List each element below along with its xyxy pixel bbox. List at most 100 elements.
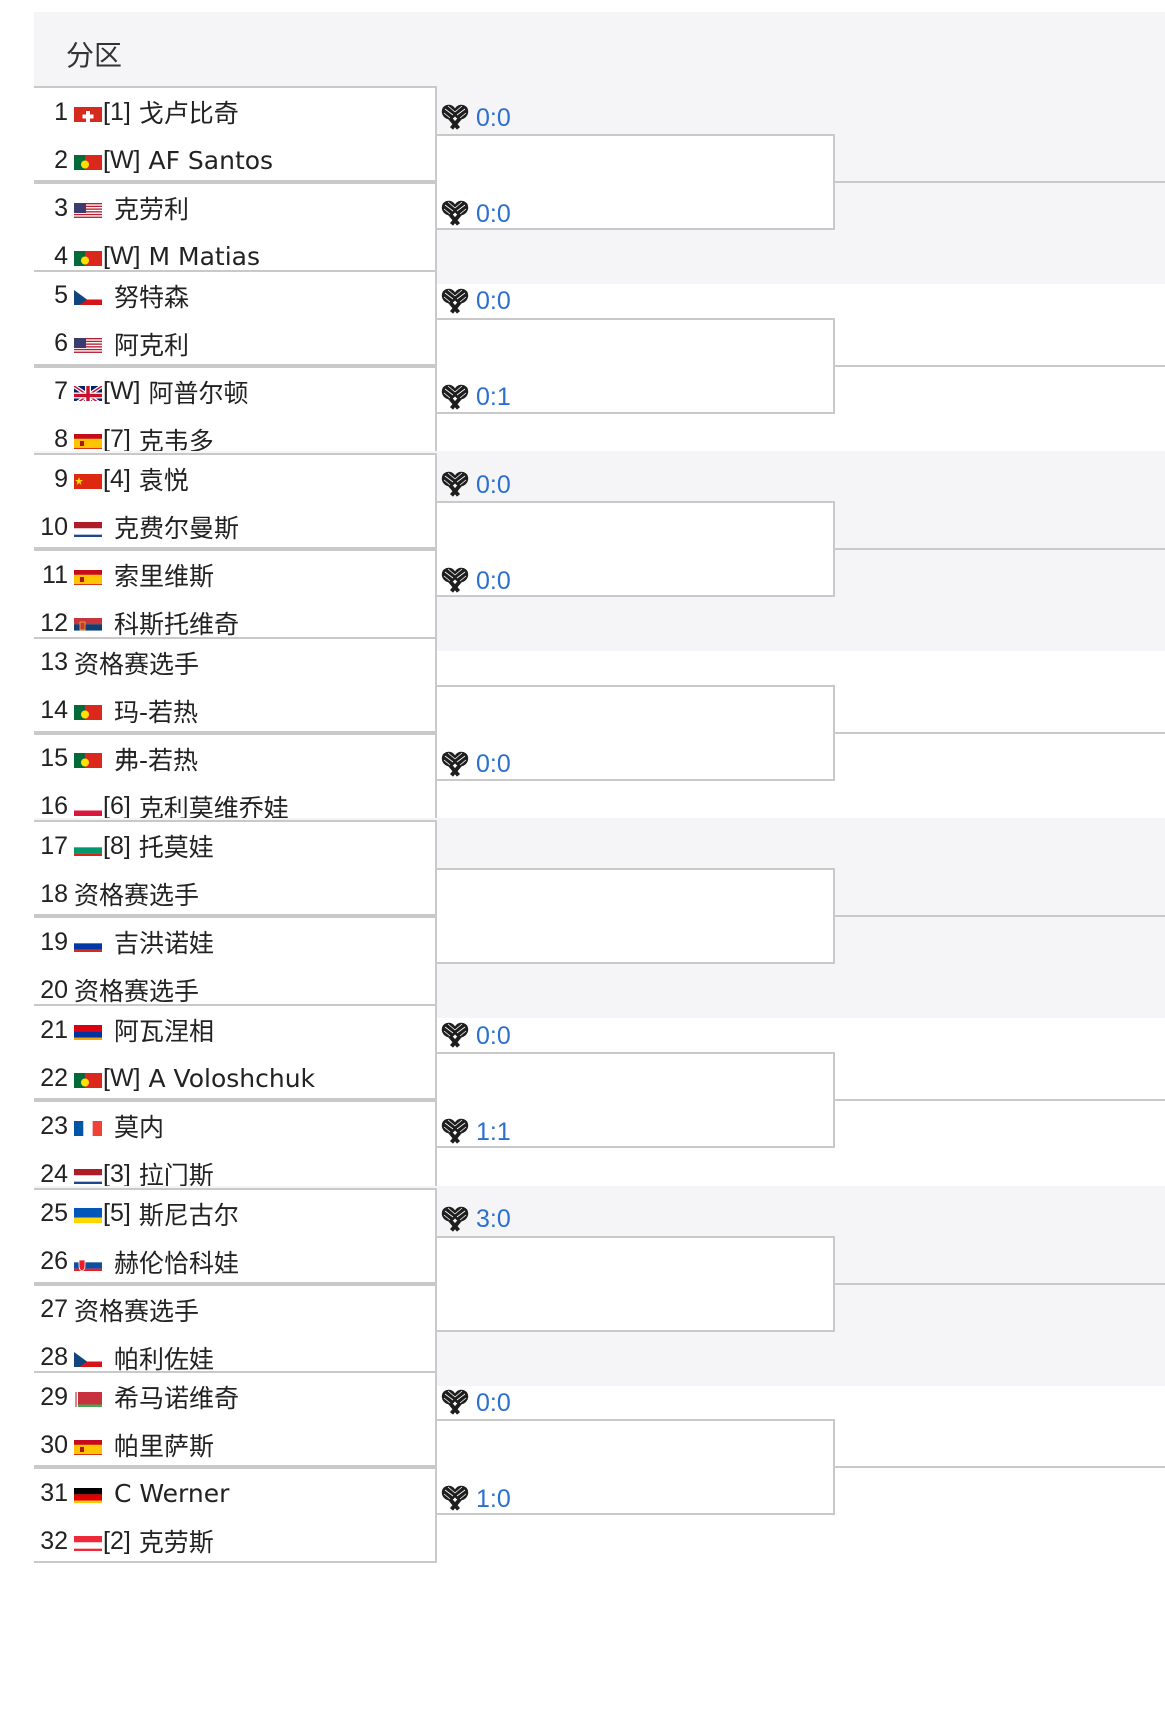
player-name[interactable]: C Werner — [114, 1478, 230, 1508]
player-name[interactable]: 克劳斯 — [138, 1528, 214, 1558]
head-to-head-score[interactable]: 0:0 — [476, 103, 511, 132]
player-name[interactable]: 拉门斯 — [138, 1161, 214, 1190]
player-name[interactable]: 斯尼古尔 — [138, 1200, 239, 1230]
player-name[interactable]: 克韦多 — [138, 426, 214, 456]
match-score[interactable]: 0:0 — [440, 194, 511, 234]
player-row[interactable]: 2[W]AF Santos — [34, 136, 434, 184]
player-name[interactable]: 帕里萨斯 — [114, 1432, 215, 1462]
player-row[interactable]: 32[2]克劳斯 — [34, 1517, 434, 1565]
head-to-head-score[interactable]: 0:0 — [476, 1021, 511, 1050]
player-name[interactable]: 资格赛选手 — [74, 881, 200, 911]
player-name[interactable]: 克利莫维乔娃 — [138, 793, 289, 823]
player-name[interactable]: 帕利佐娃 — [114, 1344, 215, 1374]
head-to-head-score[interactable]: 0:1 — [476, 383, 511, 412]
match-score[interactable]: 0:0 — [440, 745, 511, 785]
player-row[interactable]: 17[8]托莫娃 — [34, 822, 434, 870]
head-to-head-score[interactable]: 0:0 — [476, 750, 511, 779]
head-to-head-score[interactable]: 0:0 — [476, 287, 511, 316]
player-name[interactable]: 克劳利 — [114, 195, 190, 224]
player-name[interactable]: 克费尔曼斯 — [114, 514, 240, 544]
head-to-head-score[interactable]: 1:0 — [476, 1484, 511, 1513]
player-name[interactable]: 资格赛选手 — [74, 1296, 200, 1326]
match-score[interactable]: 1:1 — [440, 1112, 511, 1152]
match-score[interactable]: 0:0 — [440, 1383, 511, 1423]
head-to-head-score[interactable]: 0:0 — [476, 566, 511, 595]
player-row[interactable]: 16[6]克利莫维乔娃 — [34, 783, 434, 831]
player-row[interactable]: 8[7]克韦多 — [34, 416, 434, 464]
player-name[interactable]: 阿克利 — [114, 330, 190, 360]
player-name[interactable]: 戈卢比奇 — [138, 99, 239, 128]
player-name[interactable]: AF Santos — [148, 145, 274, 175]
player-name[interactable]: M Matias — [148, 241, 261, 271]
match-score[interactable]: 3:0 — [440, 1200, 511, 1240]
player-name[interactable]: 希马诺维奇 — [114, 1384, 240, 1414]
player-name[interactable]: 努特森 — [114, 282, 190, 312]
player-name[interactable]: 袁悦 — [138, 466, 189, 496]
player-name[interactable]: 玛-若热 — [114, 697, 199, 727]
player-row[interactable]: 4[W]M Matias — [34, 232, 434, 280]
player-row[interactable]: 22[W]A Voloshchuk — [34, 1054, 434, 1102]
player-row[interactable]: 24[3]拉门斯 — [34, 1150, 434, 1198]
player-name[interactable]: A Voloshchuk — [148, 1063, 316, 1093]
match-score[interactable]: 0:0 — [440, 98, 511, 138]
player-name[interactable]: 资格赛选手 — [74, 977, 200, 1007]
player-row[interactable]: 7[W]阿普尔顿 — [34, 368, 434, 416]
player-row[interactable]: 25[5]斯尼古尔 — [34, 1190, 434, 1238]
match-score[interactable]: 0:0 — [440, 561, 511, 601]
head-to-head-score[interactable]: 1:1 — [476, 1117, 511, 1146]
player-name[interactable]: 资格赛选手 — [74, 649, 200, 679]
match-score[interactable]: 1:0 — [440, 1479, 511, 1519]
player-name[interactable]: 阿瓦涅相 — [114, 1017, 215, 1046]
head-to-head-score[interactable]: 0:0 — [476, 199, 511, 228]
match-score[interactable]: 0:0 — [440, 282, 511, 322]
player-row[interactable]: 9[4]袁悦 — [34, 455, 434, 503]
match-score[interactable]: 0:0 — [440, 465, 511, 505]
player-name[interactable]: 阿普尔顿 — [148, 378, 249, 408]
player-name[interactable]: 莫内 — [114, 1113, 165, 1142]
player-name[interactable]: 托莫娃 — [138, 833, 214, 863]
head-to-head-score[interactable]: 3:0 — [476, 1205, 511, 1234]
match-score[interactable]: 0:1 — [440, 378, 511, 418]
player-name[interactable]: 索里维斯 — [114, 562, 215, 592]
head-to-head-score[interactable]: 0:0 — [476, 470, 511, 499]
head-to-head-score[interactable]: 0:0 — [476, 1388, 511, 1417]
player-row[interactable]: 1[1]戈卢比奇 — [34, 88, 434, 136]
player-name[interactable]: 赫伦恰科娃 — [114, 1248, 240, 1278]
